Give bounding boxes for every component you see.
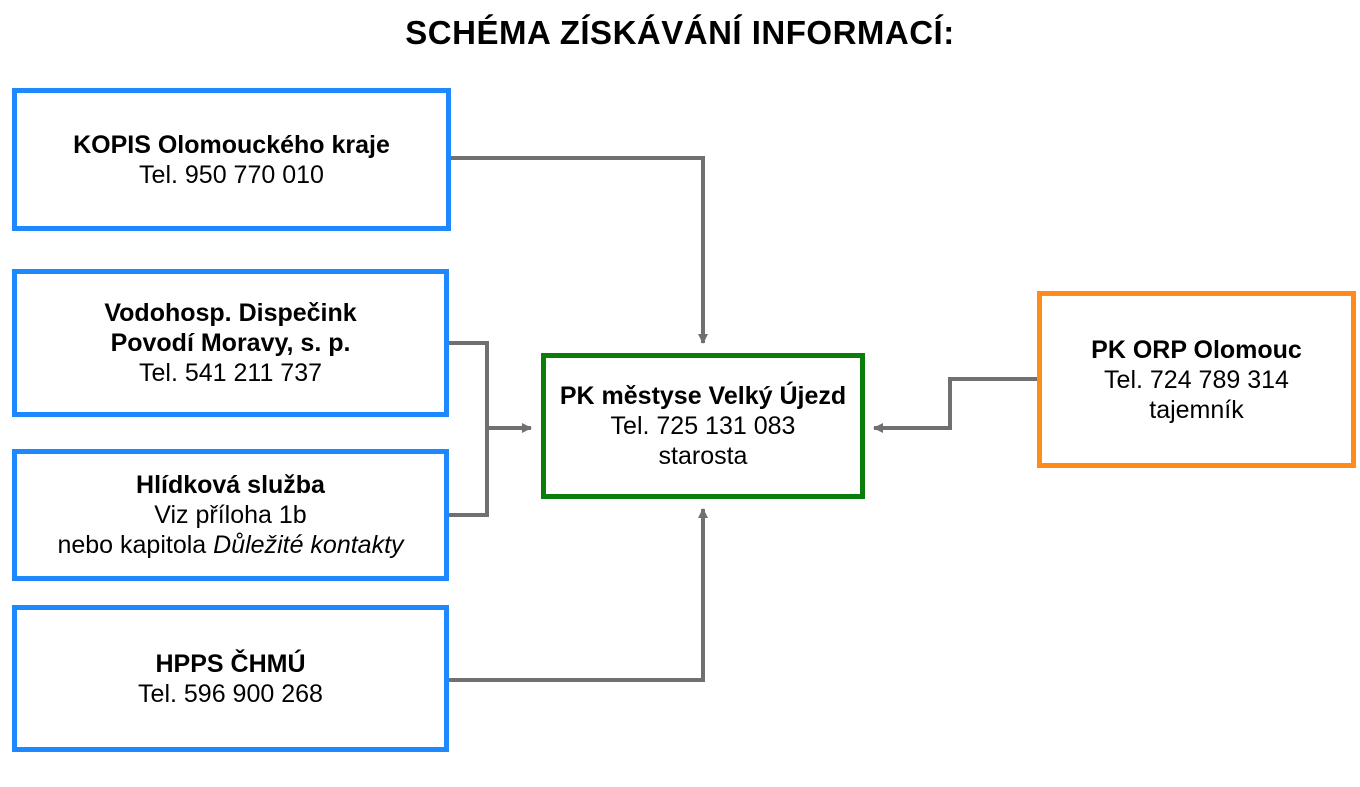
hlidkova-line3: nebo kapitola Důležité kontakty <box>57 530 403 560</box>
hlidkova-name: Hlídková služba <box>136 471 325 499</box>
orp-phone: Tel. 724 789 314 <box>1104 365 1289 394</box>
center-phone: Tel. 725 131 083 <box>610 412 796 440</box>
source-box-kopis: KOPIS Olomouckého kraje Tel. 950 770 010 <box>12 88 451 231</box>
orp-role: tajemník <box>1149 395 1244 424</box>
connector-kopis-to-center <box>449 156 708 344</box>
hlidkova-line3-prefix: nebo kapitola <box>57 531 214 559</box>
source-box-hlidkova: Hlídková služba Viz příloha 1b nebo kapi… <box>12 449 449 581</box>
source-box-hpps: HPPS ČHMÚ Tel. 596 900 268 <box>12 605 449 752</box>
vodohosp-phone: Tel. 541 211 737 <box>138 359 323 387</box>
connector-vodohosp-branch <box>447 341 489 428</box>
kopis-name: KOPIS Olomouckého kraje <box>73 130 390 159</box>
vodohosp-name-line1: Vodohosp. Dispečink <box>104 299 357 327</box>
vodohosp-name-line2: Povodí Moravy, s. p. <box>110 329 351 357</box>
source-box-vodohosp: Vodohosp. Dispečink Povodí Moravy, s. p.… <box>12 269 449 417</box>
hlidkova-line2: Viz příloha 1b <box>154 501 307 529</box>
kopis-phone: Tel. 950 770 010 <box>139 160 324 189</box>
connector-hlidkova-branch <box>447 428 489 517</box>
connector-hpps-to-center <box>447 508 708 682</box>
connector-orp-to-center <box>873 377 1037 433</box>
orp-box: PK ORP Olomouc Tel. 724 789 314 tajemník <box>1037 291 1356 468</box>
center-name: PK městyse Velký Újezd <box>559 382 847 410</box>
hpps-name: HPPS ČHMÚ <box>155 649 306 678</box>
hlidkova-line3-italic: Důležité kontakty <box>213 531 404 559</box>
center-role: starosta <box>658 442 748 470</box>
orp-name: PK ORP Olomouc <box>1091 335 1302 364</box>
page-title: SCHÉMA ZÍSKÁVÁNÍ INFORMACÍ: <box>405 14 955 51</box>
center-box: PK městyse Velký Újezd Tel. 725 131 083 … <box>541 353 865 499</box>
hpps-phone: Tel. 596 900 268 <box>138 679 323 708</box>
